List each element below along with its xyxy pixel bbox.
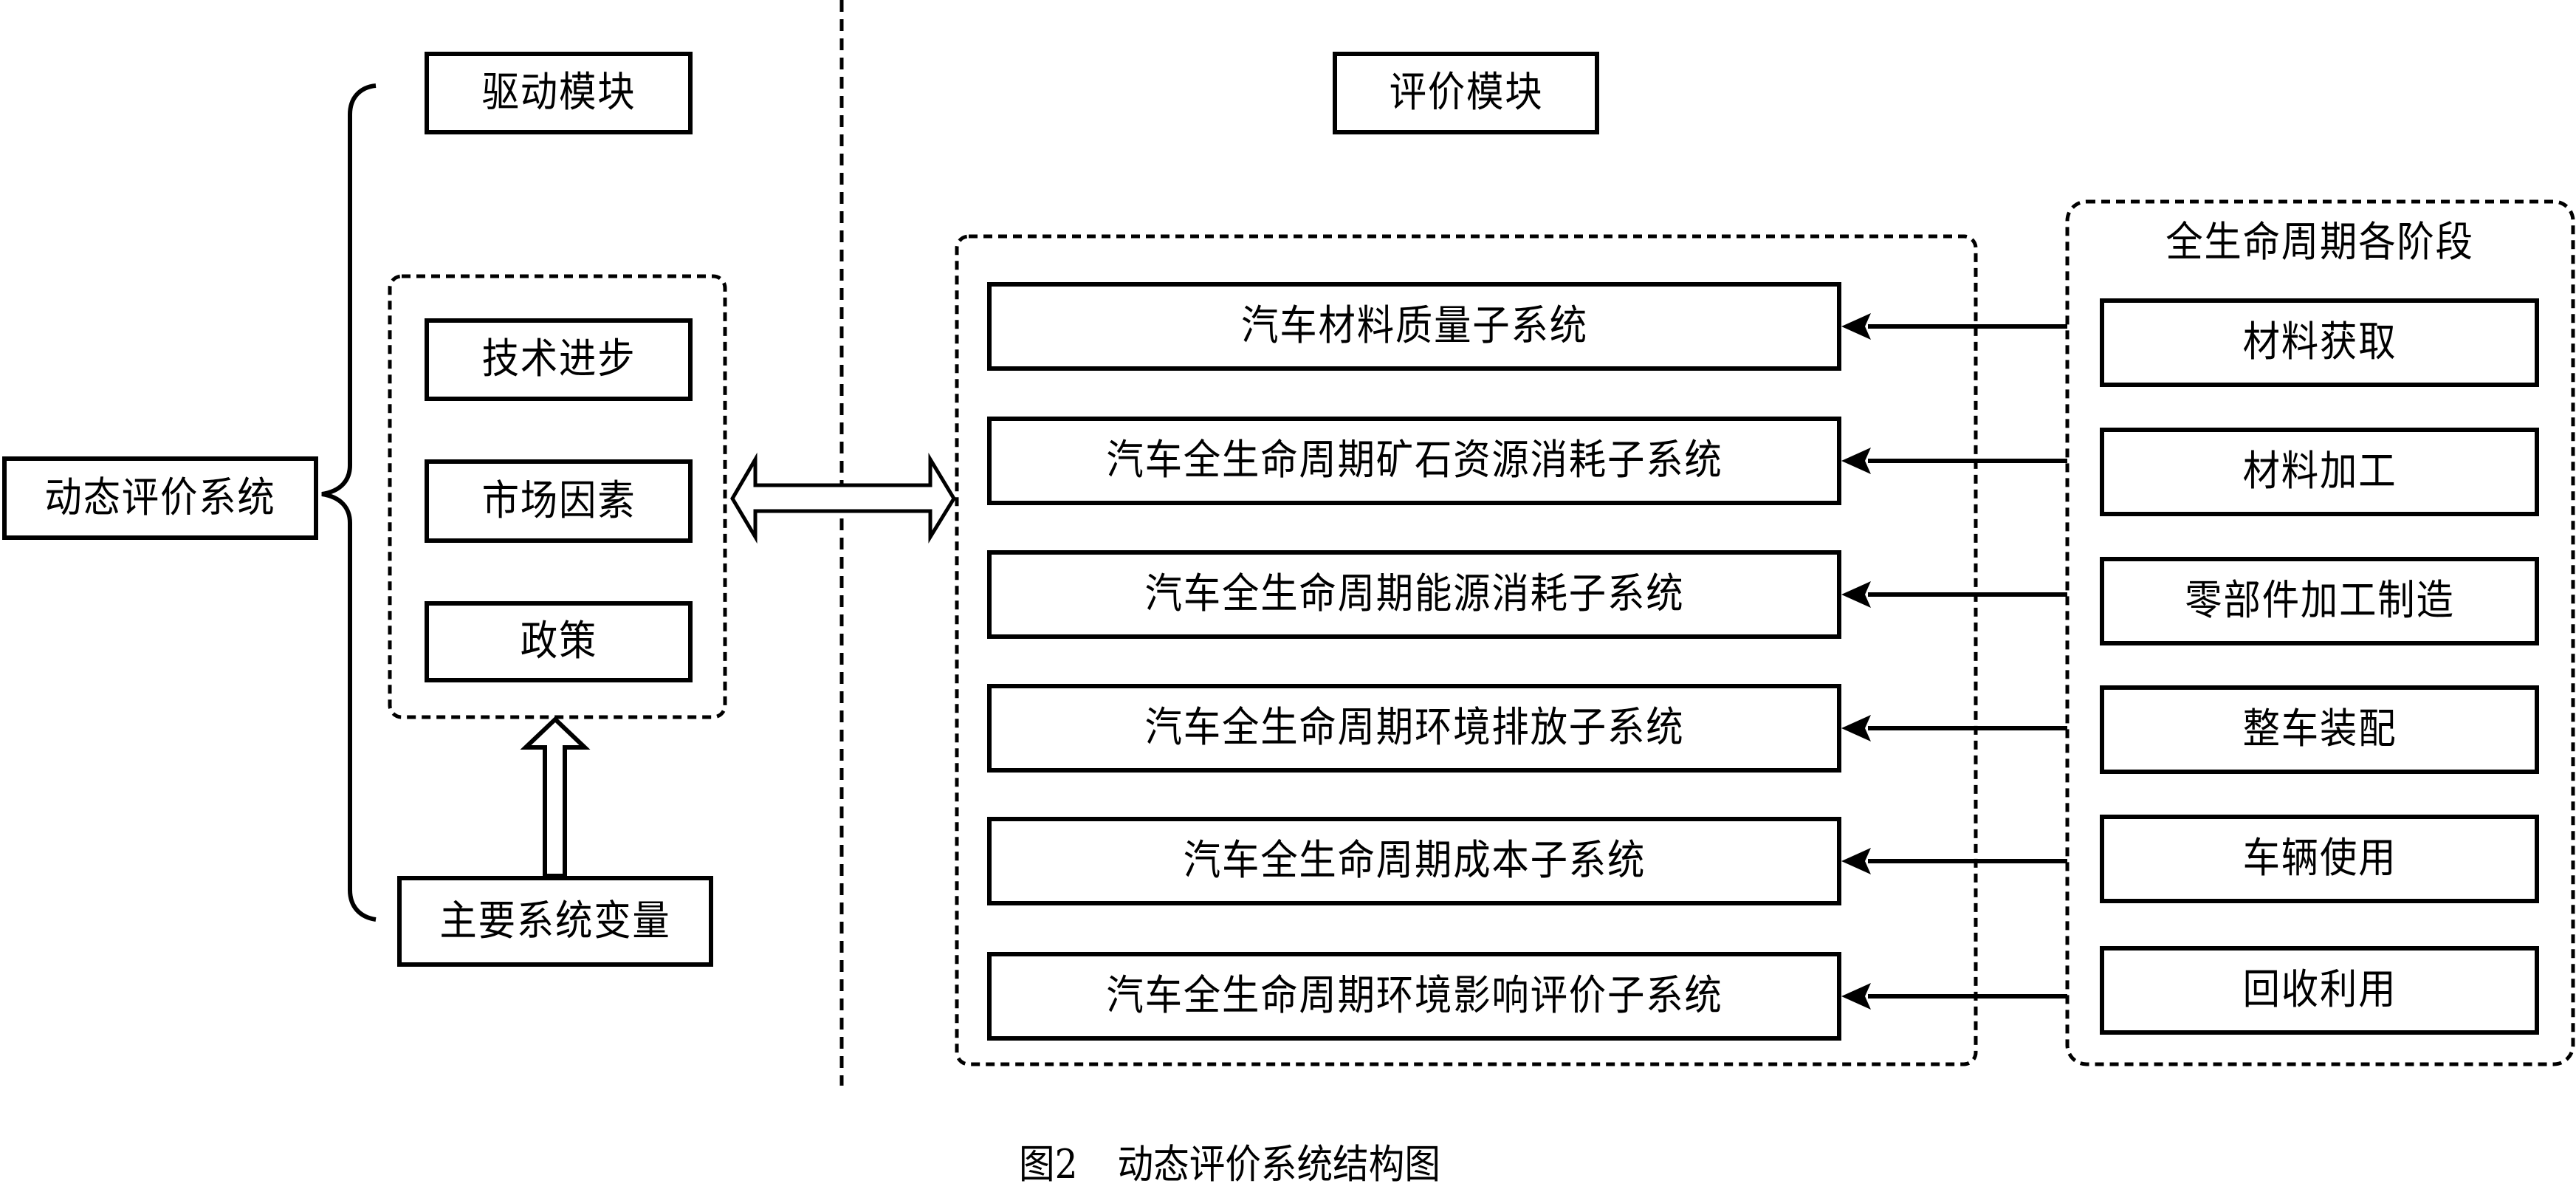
- figure-title: 动态评价系统结构图: [1117, 1140, 1440, 1188]
- arrowhead-icon: [1841, 848, 1871, 874]
- subsystem-box: 汽车全生命周期成本子系统: [987, 817, 1841, 905]
- factor-label: 技术进步: [481, 335, 636, 383]
- lifecycle-stage-label: 整车装配: [2242, 705, 2397, 753]
- drive-module-title: 驱动模块: [481, 69, 636, 117]
- subsystem-label: 汽车材料质量子系统: [1240, 302, 1588, 350]
- arrowhead-icon: [1841, 715, 1871, 741]
- root-system-box: 动态评价系统: [2, 456, 318, 540]
- lifecycle-title: 全生命周期各阶段: [2100, 219, 2539, 267]
- brace: [321, 83, 377, 922]
- figure-number: 图2: [1019, 1140, 1078, 1188]
- factor-tech-progress-box: 技术进步: [425, 318, 693, 401]
- lifecycle-stage-label: 材料获取: [2242, 318, 2397, 366]
- arrowhead-icon: [1841, 983, 1871, 1010]
- subsystem-box: 汽车全生命周期能源消耗子系统: [987, 550, 1841, 639]
- subsystem-label: 汽车全生命周期能源消耗子系统: [1144, 570, 1684, 618]
- drive-factors-group: [388, 274, 727, 719]
- subsystems-group: [955, 234, 1978, 1066]
- lifecycle-stage-label: 零部件加工制造: [2184, 577, 2455, 625]
- system-variables-box: 主要系统变量: [397, 876, 713, 967]
- lifecycle-stage-box: 零部件加工制造: [2100, 557, 2539, 645]
- lifecycle-stage-box: 材料加工: [2100, 428, 2539, 516]
- lifecycle-stage-box: 回收利用: [2100, 946, 2539, 1035]
- arrowhead-icon: [1841, 581, 1871, 608]
- figure-caption: 图2 动态评价系统结构图: [1019, 1134, 1511, 1188]
- subsystem-box: 汽车材料质量子系统: [987, 282, 1841, 371]
- factor-policy-box: 政策: [425, 601, 693, 682]
- lifecycle-title-text: 全生命周期各阶段: [2165, 219, 2474, 267]
- subsystem-label: 汽车全生命周期矿石资源消耗子系统: [1105, 436, 1723, 484]
- up-arrow-icon: [520, 716, 591, 878]
- lifecycle-group: [2065, 199, 2575, 1066]
- lifecycle-stage-box: 材料获取: [2100, 298, 2539, 387]
- root-system-label: 动态评价系统: [44, 473, 276, 522]
- factor-market-box: 市场因素: [425, 459, 693, 543]
- subsystem-box: 汽车全生命周期矿石资源消耗子系统: [987, 417, 1841, 505]
- arrowhead-icon: [1841, 313, 1871, 340]
- factor-label: 市场因素: [481, 476, 636, 525]
- lifecycle-stage-label: 车辆使用: [2242, 835, 2397, 883]
- lifecycle-stage-label: 回收利用: [2242, 966, 2397, 1014]
- double-arrow-icon: [730, 452, 956, 544]
- lifecycle-stage-box: 整车装配: [2100, 685, 2539, 774]
- factor-label: 政策: [520, 617, 597, 665]
- subsystem-label: 汽车全生命周期环境排放子系统: [1144, 704, 1684, 752]
- subsystem-box: 汽车全生命周期环境影响评价子系统: [987, 952, 1841, 1041]
- drive-module-title-box: 驱动模块: [425, 52, 693, 134]
- system-variables-label: 主要系统变量: [439, 897, 671, 945]
- subsystem-box: 汽车全生命周期环境排放子系统: [987, 684, 1841, 773]
- arrowhead-icon: [1841, 448, 1871, 474]
- lifecycle-stage-box: 车辆使用: [2100, 815, 2539, 903]
- lifecycle-stage-label: 材料加工: [2242, 448, 2397, 496]
- evaluation-module-title-box: 评价模块: [1333, 52, 1599, 134]
- subsystem-label: 汽车全生命周期环境影响评价子系统: [1105, 972, 1723, 1020]
- evaluation-module-title: 评价模块: [1389, 69, 1543, 117]
- subsystem-label: 汽车全生命周期成本子系统: [1183, 837, 1646, 885]
